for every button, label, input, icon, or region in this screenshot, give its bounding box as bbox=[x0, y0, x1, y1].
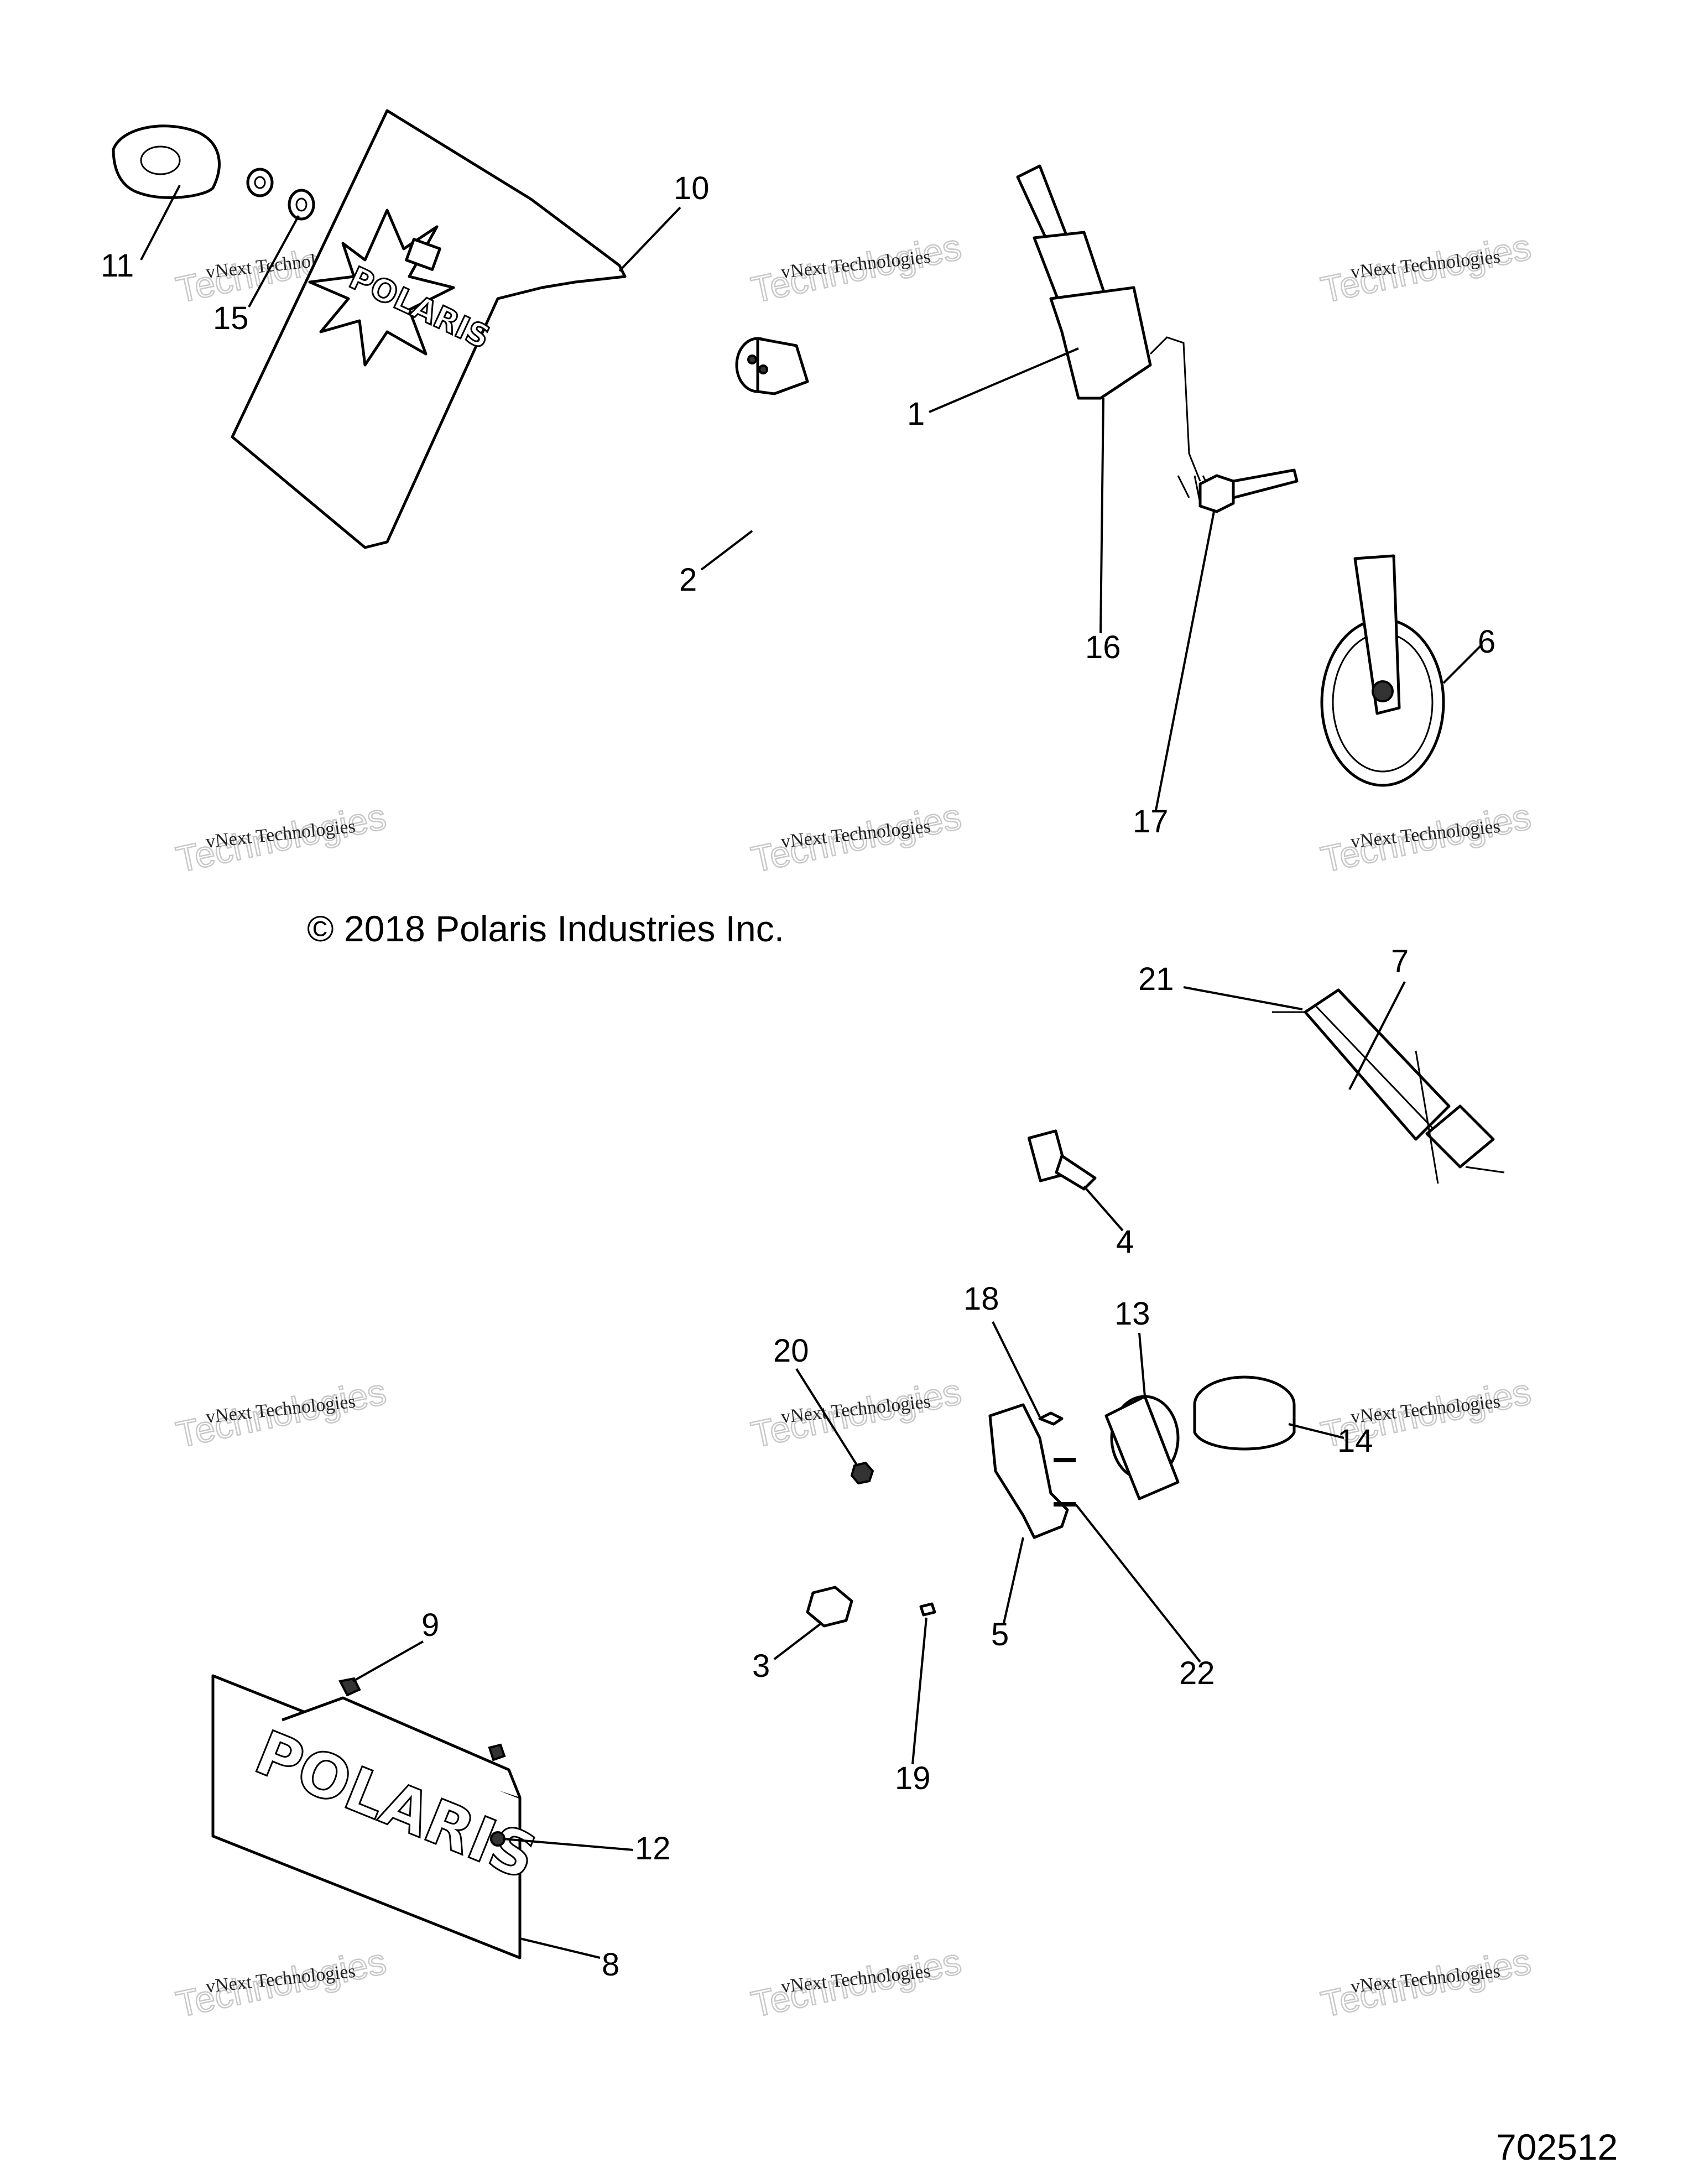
leader-line-8 bbox=[519, 1937, 601, 1959]
leader-line-16 bbox=[1099, 398, 1104, 634]
callout-21: 21 bbox=[1138, 961, 1174, 997]
callout-14: 14 bbox=[1337, 1423, 1373, 1459]
leader-line-20 bbox=[795, 1368, 858, 1467]
leader-line-22 bbox=[1075, 1503, 1201, 1663]
copyright-notice: © 2018 Polaris Industries Inc. bbox=[307, 908, 784, 949]
leader-line-10 bbox=[618, 206, 681, 272]
leader-line-14 bbox=[1288, 1423, 1344, 1439]
leader-line-18 bbox=[992, 1321, 1041, 1417]
leader-line-19 bbox=[911, 1617, 927, 1765]
callout-7: 7 bbox=[1391, 944, 1409, 979]
mounting-plate-part: POLARIS bbox=[231, 109, 627, 549]
leader-line-12 bbox=[503, 1838, 634, 1851]
leader-line-7 bbox=[1348, 981, 1406, 1090]
leader-line-6 bbox=[1442, 643, 1483, 684]
connector-part bbox=[735, 337, 809, 395]
callout-12: 12 bbox=[635, 1831, 671, 1867]
callout-16: 16 bbox=[1085, 629, 1121, 665]
bracket-part bbox=[988, 1403, 1069, 1539]
callout-2: 2 bbox=[679, 562, 697, 598]
bezel-ring-part bbox=[1193, 1375, 1296, 1451]
leader-line-21 bbox=[1183, 986, 1303, 1010]
callout-18: 18 bbox=[963, 1281, 999, 1317]
document-number: 702512 bbox=[1496, 2126, 1618, 2167]
small-nut-part bbox=[850, 1461, 874, 1485]
callout-10: 10 bbox=[674, 170, 710, 206]
leader-line-11 bbox=[140, 185, 181, 260]
horn-part bbox=[1320, 554, 1445, 787]
callout-13: 13 bbox=[1114, 1296, 1150, 1332]
nut-part bbox=[806, 1586, 853, 1628]
callout-5: 5 bbox=[991, 1617, 1009, 1653]
washer-part bbox=[246, 168, 315, 221]
callout-15: 15 bbox=[213, 300, 249, 336]
callout-22: 22 bbox=[1179, 1655, 1215, 1691]
gauge-part bbox=[1104, 1395, 1180, 1500]
leader-line-3 bbox=[773, 1622, 822, 1660]
callout-4: 4 bbox=[1116, 1224, 1134, 1260]
leader-line-15 bbox=[248, 215, 300, 307]
callout-19: 19 bbox=[895, 1760, 931, 1796]
switch-lever-part bbox=[1016, 164, 1215, 504]
leader-line-2 bbox=[700, 530, 753, 571]
leader-line-17 bbox=[1155, 511, 1215, 811]
front-plate-part: POLARIS bbox=[211, 1674, 547, 1959]
callout-6: 6 bbox=[1478, 624, 1495, 660]
bolt-part bbox=[1198, 468, 1299, 513]
callout-9: 9 bbox=[421, 1607, 439, 1643]
small-switch-part bbox=[1027, 1129, 1097, 1191]
callout-8: 8 bbox=[602, 1947, 619, 1983]
screw-part bbox=[919, 1411, 1076, 1617]
callout-11: 11 bbox=[101, 248, 134, 284]
callout-20: 20 bbox=[773, 1333, 809, 1369]
light-housing-part bbox=[112, 124, 221, 199]
callout-3: 3 bbox=[752, 1648, 770, 1684]
callout-17: 17 bbox=[1133, 804, 1169, 840]
leader-line-5 bbox=[1003, 1537, 1024, 1624]
callout-1: 1 bbox=[907, 396, 925, 432]
leader-line-4 bbox=[1083, 1185, 1124, 1232]
leader-line-9 bbox=[352, 1640, 424, 1682]
leader-line-13 bbox=[1138, 1332, 1146, 1397]
leader-lines bbox=[140, 185, 1483, 1959]
switch-box-part bbox=[1272, 988, 1505, 1184]
leader-line-1 bbox=[929, 347, 1079, 413]
